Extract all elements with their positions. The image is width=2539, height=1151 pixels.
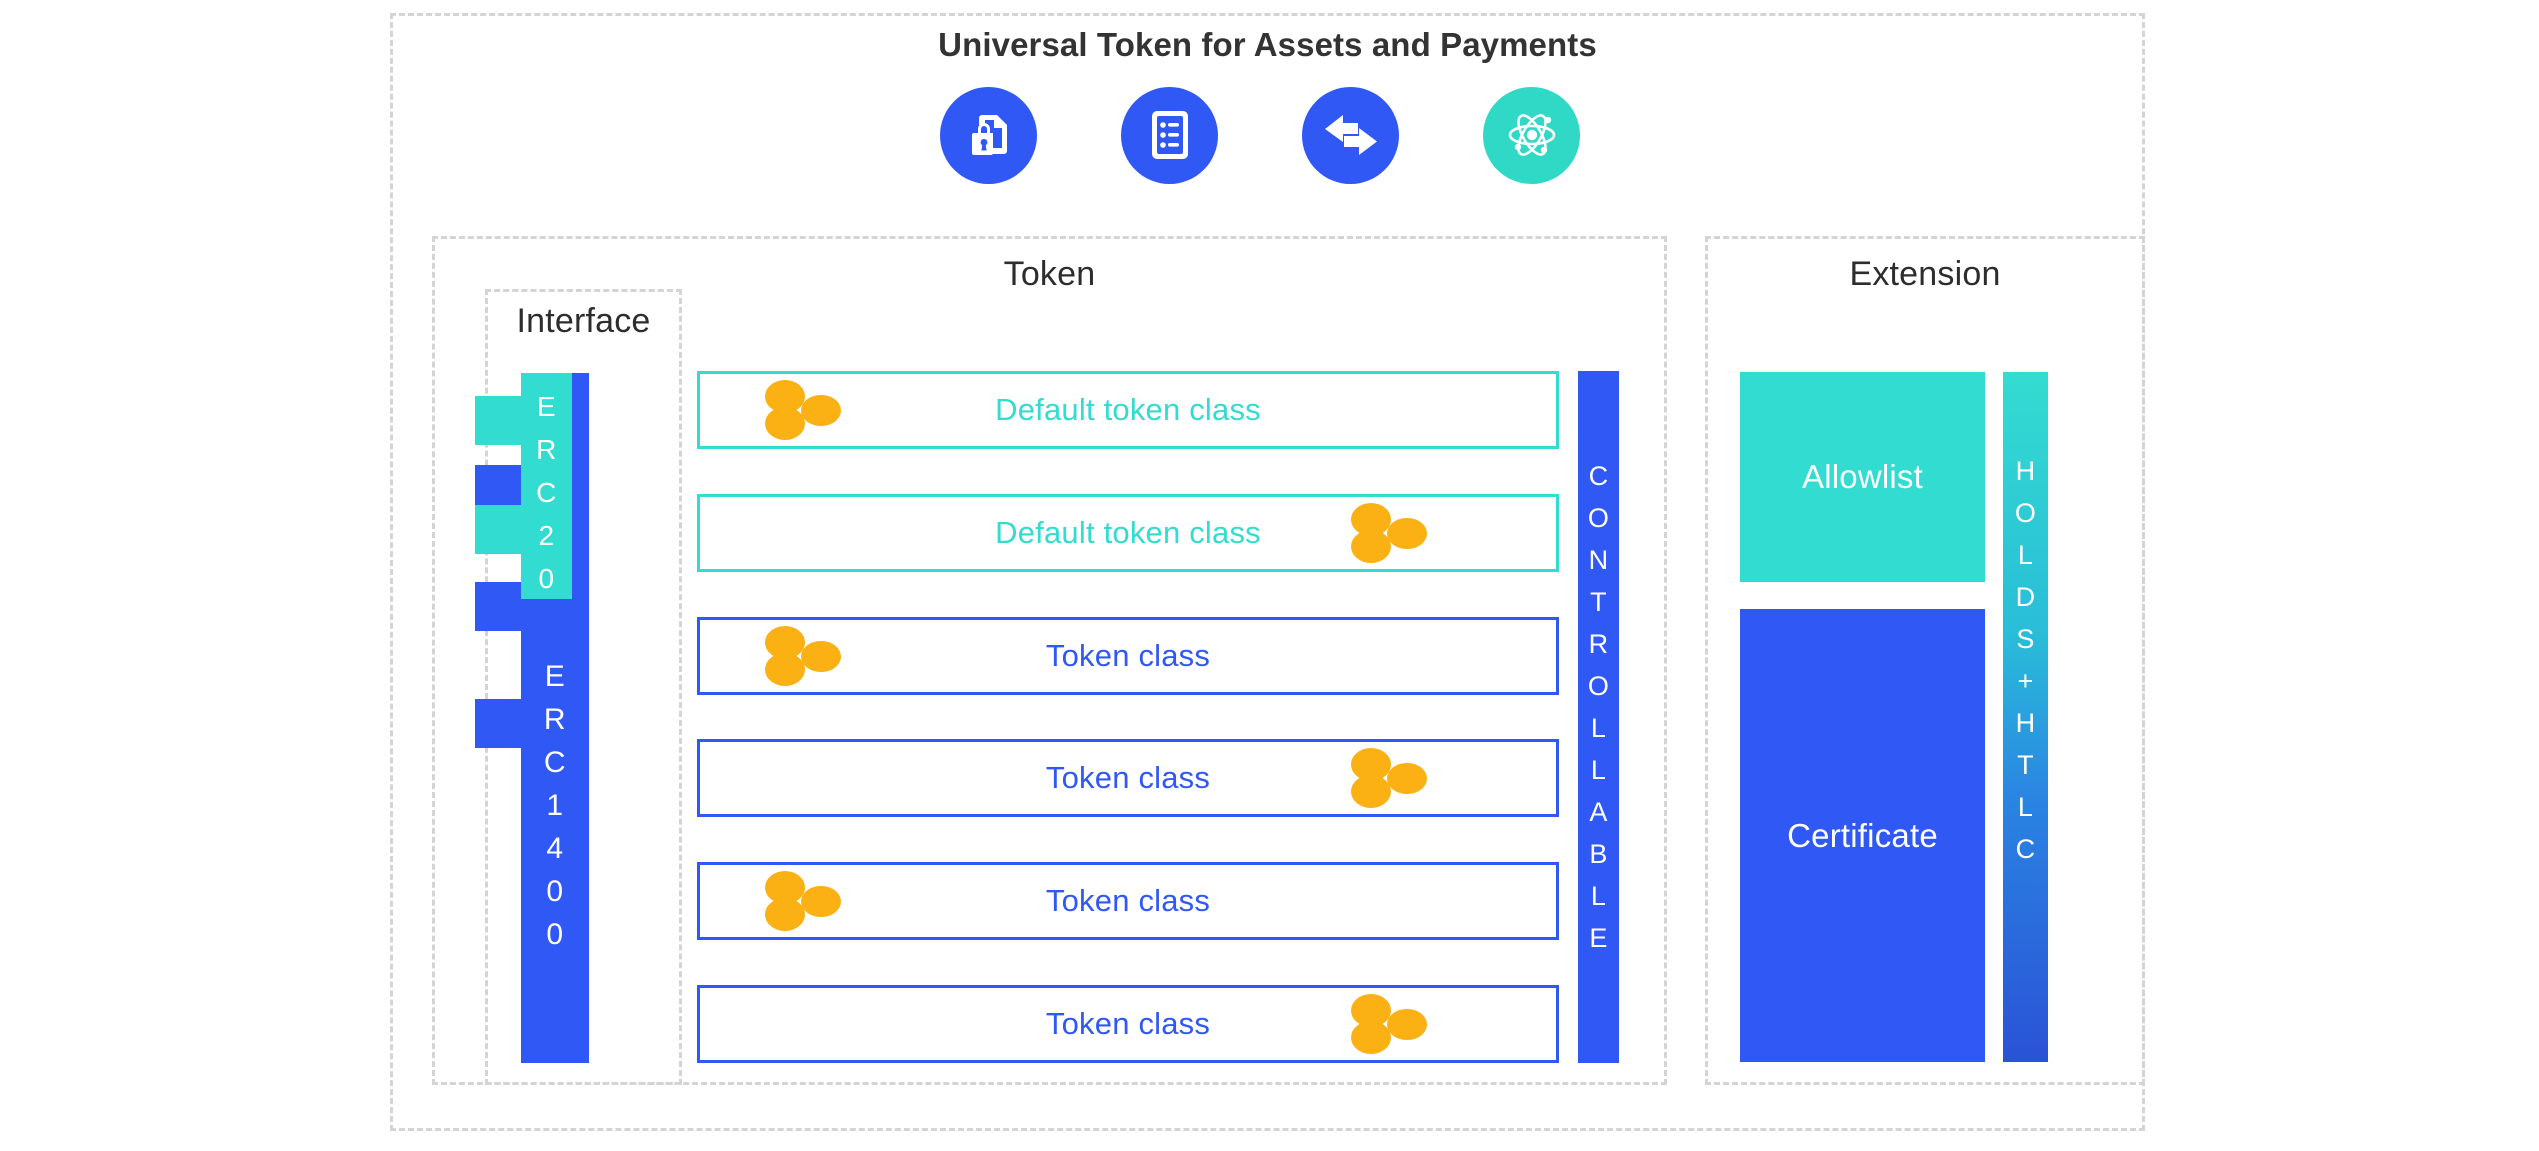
- token-dot: [1351, 1020, 1391, 1054]
- erc20-block[interactable]: [521, 373, 572, 599]
- interface-panel-title: Interface: [516, 302, 651, 340]
- erc20-tab: [475, 505, 523, 554]
- icon-row: [940, 85, 1580, 185]
- vstack-letter: T: [1590, 587, 1607, 617]
- vstack-letter: L: [1590, 881, 1607, 911]
- vstack-letter: R: [1588, 629, 1609, 659]
- token-dot: [1387, 1008, 1427, 1040]
- vstack-letter: C: [2015, 834, 2036, 864]
- token-dot: [765, 407, 805, 440]
- token-class-row[interactable]: Default token class: [697, 493, 1559, 572]
- vstack-letter: 2: [538, 520, 555, 551]
- token-class-row[interactable]: Token class: [697, 616, 1559, 695]
- holds-htlc-bar[interactable]: [2003, 372, 2048, 1062]
- erc20-tab: [475, 396, 523, 445]
- token-dot: [801, 886, 841, 918]
- token-dot: [1351, 529, 1391, 563]
- vstack-letter: E: [1589, 923, 1608, 953]
- token-panel-title: Token: [1003, 255, 1096, 293]
- vstack-letter: N: [1588, 545, 1609, 575]
- vstack-letter: D: [2015, 582, 2036, 612]
- token-dot: [765, 898, 805, 932]
- token-dot: [765, 652, 805, 686]
- token-dot: [1387, 517, 1427, 549]
- vstack-letter: 1: [546, 789, 564, 822]
- vstack-letter: C: [536, 477, 557, 508]
- token-class-label: Default token class: [995, 514, 1261, 550]
- vstack-letter: S: [2016, 624, 2035, 654]
- allowlist-label: Allowlist: [1802, 458, 1923, 495]
- token-class-row[interactable]: Token class: [697, 862, 1559, 941]
- interface-panel: [485, 289, 682, 1085]
- extension-panel: [1705, 236, 2145, 1085]
- controllable-bar[interactable]: [1578, 371, 1619, 1063]
- vstack-letter: 0: [546, 918, 564, 951]
- allowlist-block[interactable]: Allowlist: [1740, 372, 1985, 582]
- token-dot-cluster: [762, 625, 858, 686]
- token-class-label: Token class: [1045, 637, 1211, 673]
- bidirectional-arrows-icon: [1302, 86, 1399, 184]
- token-dot-cluster: [762, 380, 858, 440]
- token-dot: [801, 395, 841, 426]
- vstack-letter: L: [1590, 713, 1607, 743]
- vstack-letter: H: [2015, 456, 2036, 486]
- token-dot-cluster: [1348, 502, 1444, 563]
- vstack-letter: L: [1590, 755, 1607, 785]
- token-dot-cluster: [1348, 993, 1444, 1054]
- vstack-letter: L: [2017, 540, 2034, 570]
- token-class-label: Token class: [1045, 883, 1211, 919]
- vstack-letter: R: [536, 434, 557, 465]
- token-dot-cluster: [1348, 748, 1444, 809]
- token-class-label: Token class: [1045, 1005, 1211, 1041]
- erc1400-tab: [475, 699, 523, 748]
- certificate-label: Certificate: [1787, 816, 1938, 854]
- vstack-letter: B: [1589, 839, 1608, 869]
- token-class-row[interactable]: Default token class: [697, 371, 1559, 449]
- vstack-letter: 0: [538, 563, 555, 594]
- page-title: Universal Token for Assets and Payments: [938, 26, 1597, 63]
- vstack-letter: 0: [546, 875, 564, 908]
- vstack-letter: C: [543, 746, 567, 779]
- token-dot: [1351, 775, 1391, 809]
- vstack-letter: E: [544, 660, 566, 693]
- token-class-label: Token class: [1045, 760, 1211, 796]
- token-dot: [1387, 763, 1427, 795]
- clipboard-list-icon: [1121, 86, 1218, 184]
- vstack-letter: O: [1587, 671, 1610, 701]
- erc1400-tab: [475, 582, 523, 631]
- token-dot: [801, 640, 841, 672]
- vstack-letter: T: [2017, 750, 2034, 780]
- atom-icon: [1483, 86, 1580, 184]
- vstack-letter: R: [543, 703, 567, 736]
- vstack-letter: E: [536, 391, 557, 422]
- extension-panel-title: Extension: [1849, 255, 2001, 293]
- token-class-row[interactable]: Token class: [697, 984, 1559, 1063]
- token-panel: [432, 236, 1667, 1085]
- vstack-letter: H: [2015, 708, 2036, 738]
- vstack-letter: +: [2017, 666, 2034, 696]
- vstack-letter: L: [2017, 792, 2034, 822]
- vstack-letter: O: [1587, 503, 1610, 533]
- token-class-row[interactable]: Token class: [697, 739, 1559, 818]
- token-dot-cluster: [762, 871, 858, 932]
- vstack-letter: O: [2014, 498, 2037, 528]
- vstack-letter: C: [1588, 461, 1609, 491]
- token-class-label: Default token class: [995, 392, 1261, 427]
- vstack-letter: A: [1589, 797, 1608, 827]
- vstack-letter: 4: [546, 832, 564, 865]
- certificate-block[interactable]: Certificate: [1740, 609, 1985, 1062]
- document-lock-icon: [940, 86, 1037, 184]
